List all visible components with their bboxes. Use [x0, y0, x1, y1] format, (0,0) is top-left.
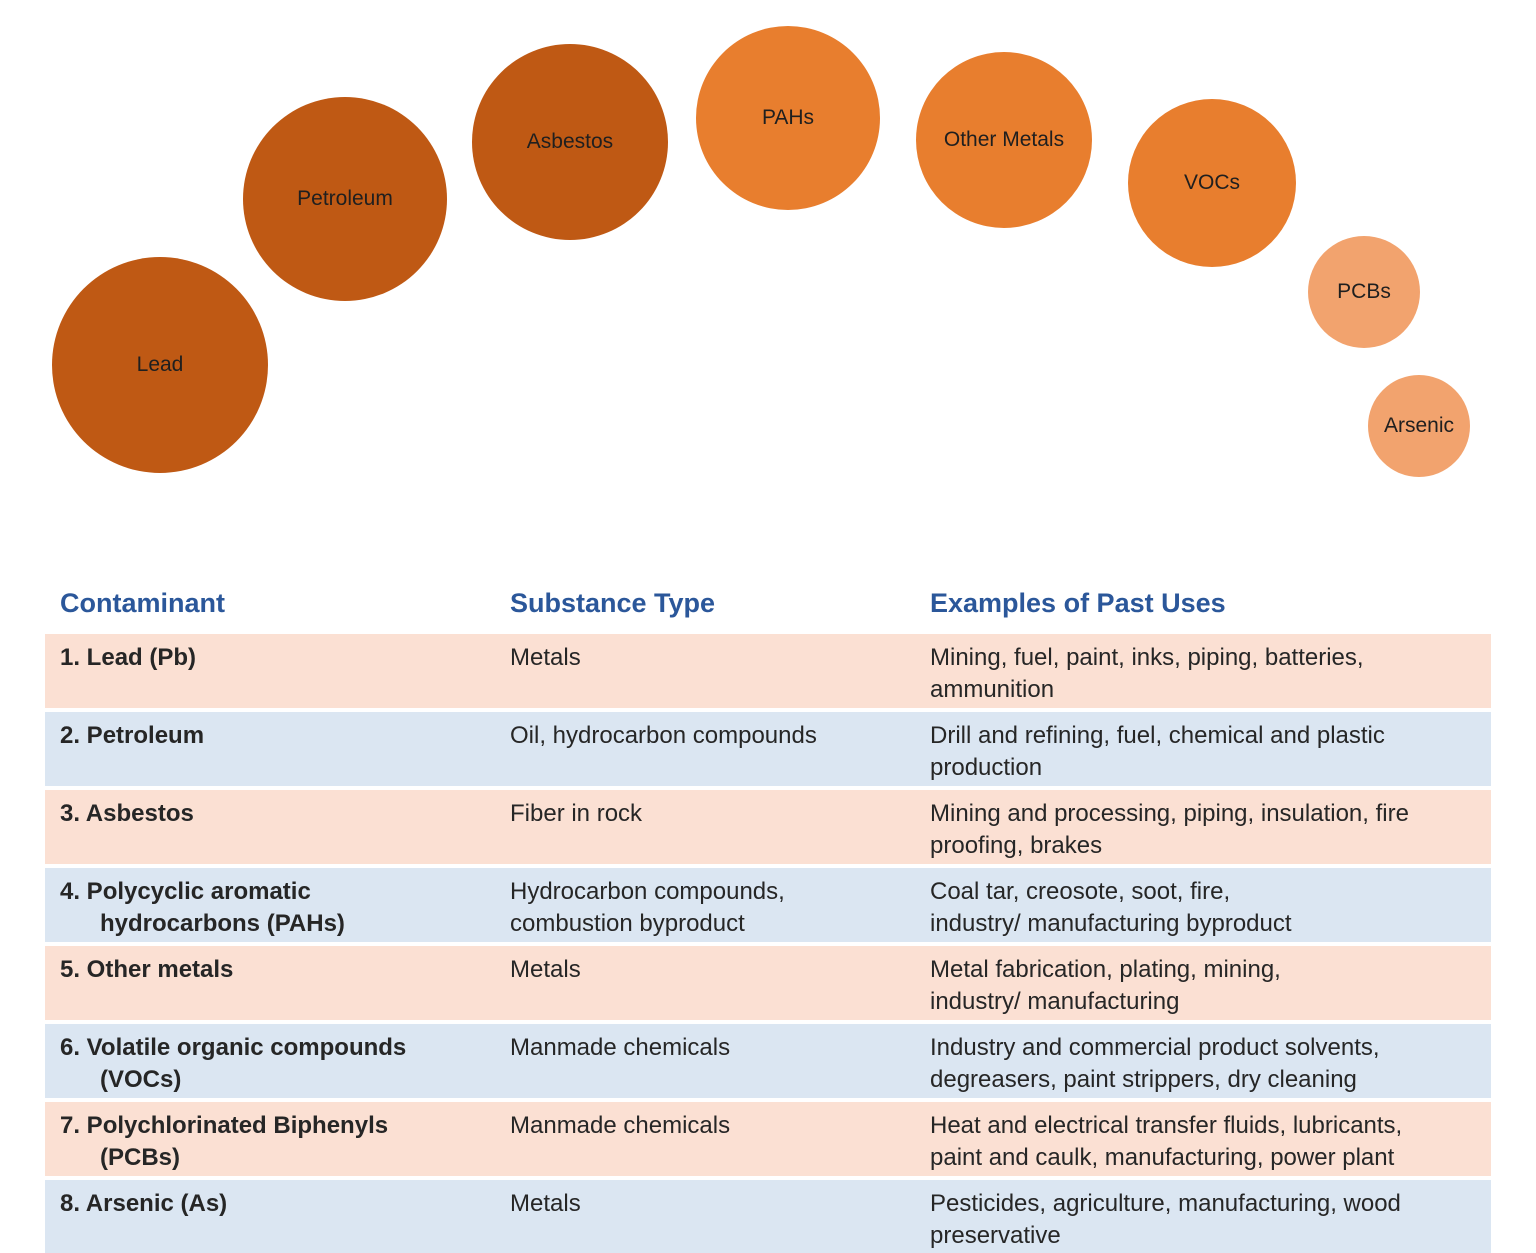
cell-substance-type: Metals — [510, 644, 581, 671]
bubble-petroleum-label: Petroleum — [297, 187, 393, 210]
cell-past-uses: Coal tar, creosote, soot, fire, industry… — [930, 878, 1292, 937]
table-row-arsenic: 8. Arsenic (As) Metals Pesticides, agric… — [45, 1180, 1491, 1253]
bubble-pcbs-label: PCBs — [1337, 280, 1391, 303]
cell-past-uses: Pesticides, agriculture, manufacturing, … — [930, 1190, 1401, 1249]
cell-contaminant: 3. Asbestos — [60, 800, 194, 827]
cell-substance-type: Metals — [510, 1190, 581, 1217]
bubble-vocs: VOCs — [1128, 99, 1296, 267]
table-body: 1. Lead (Pb) Metals Mining, fuel, paint,… — [45, 634, 1491, 1253]
bubble-pahs: PAHs — [696, 26, 880, 210]
bubble-lead: Lead — [52, 257, 268, 473]
table-row-asbestos: 3. Asbestos Fiber in rock Mining and pro… — [45, 790, 1491, 864]
cell-past-uses: Metal fabrication, plating, mining, indu… — [930, 956, 1281, 1015]
table-row-other-metals: 5. Other metals Metals Metal fabrication… — [45, 946, 1491, 1020]
bubble-asbestos-label: Asbestos — [526, 130, 614, 153]
bubble-pcbs: PCBs — [1308, 236, 1420, 348]
bubble-arsenic: Arsenic — [1368, 375, 1470, 477]
col-header-contaminant: Contaminant — [60, 588, 225, 618]
cell-contaminant: 6. Volatile organic compounds (VOCs) — [60, 1034, 407, 1093]
cell-past-uses: Mining, fuel, paint, inks, piping, batte… — [930, 644, 1364, 703]
cell-past-uses: Drill and refining, fuel, chemical and p… — [930, 722, 1385, 781]
cell-substance-type: Oil, hydrocarbon compounds — [510, 722, 817, 749]
bubble-vocs-label: VOCs — [1183, 171, 1240, 194]
cell-contaminant: 8. Arsenic (As) — [60, 1190, 228, 1217]
cell-past-uses: Industry and commercial product solvents… — [930, 1034, 1380, 1093]
cell-contaminant: 1. Lead (Pb) — [60, 644, 197, 671]
table-row-pahs: 4. Polycyclic aromatic hydrocarbons (PAH… — [45, 868, 1491, 942]
cell-contaminant: 4. Polycyclic aromatic hydrocarbons (PAH… — [60, 878, 345, 937]
cell-contaminant: 5. Other metals — [60, 956, 234, 983]
bubble-arsenic-label: Arsenic — [1383, 414, 1455, 437]
bubble-petroleum: Petroleum — [243, 97, 447, 301]
bubble-other-metals: Other Metals — [916, 52, 1092, 228]
col-header-past-uses: Examples of Past Uses — [930, 588, 1226, 618]
bubble-asbestos: Asbestos — [472, 44, 668, 240]
cell-substance-type: Hydrocarbon compounds, combustion byprod… — [510, 878, 785, 937]
table-row-vocs: 6. Volatile organic compounds (VOCs) Man… — [45, 1024, 1491, 1098]
cell-past-uses: Heat and electrical transfer fluids, lub… — [930, 1112, 1403, 1171]
cell-substance-type: Metals — [510, 956, 581, 983]
bubble-other-metals-label: Other Metals — [943, 128, 1065, 151]
table-row-lead: 1. Lead (Pb) Metals Mining, fuel, paint,… — [45, 634, 1491, 708]
cell-contaminant: 2. Petroleum — [60, 722, 205, 749]
table-row-petroleum: 2. Petroleum Oil, hydrocarbon compounds … — [45, 712, 1491, 786]
cell-contaminant: 7. Polychlorinated Biphenyls (PCBs) — [60, 1112, 389, 1171]
bubble-lead-label: Lead — [136, 353, 184, 376]
cell-past-uses: Mining and processing, piping, insulatio… — [930, 800, 1409, 859]
cell-substance-type: Fiber in rock — [510, 800, 643, 827]
cell-substance-type: Manmade chemicals — [510, 1112, 731, 1139]
bubble-pahs-label: PAHs — [761, 106, 815, 129]
col-header-substance-type: Substance Type — [510, 588, 716, 618]
table-row-pcbs: 7. Polychlorinated Biphenyls (PCBs) Manm… — [45, 1102, 1491, 1176]
table-header-row: Contaminant Substance Type Examples of P… — [45, 588, 1491, 634]
cell-substance-type: Manmade chemicals — [510, 1034, 731, 1061]
contaminants-table: Contaminant Substance Type Examples of P… — [45, 588, 1491, 1253]
